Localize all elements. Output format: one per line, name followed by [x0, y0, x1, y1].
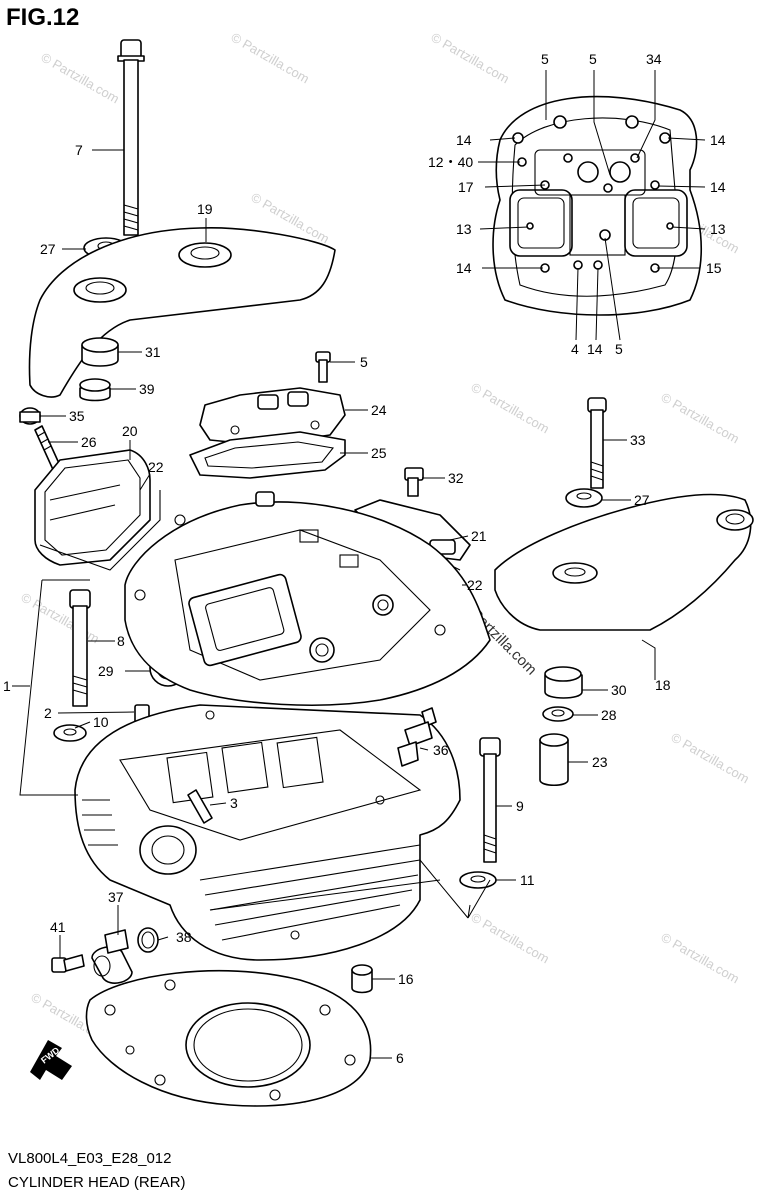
cylinder-head-lower — [74, 704, 461, 961]
callout-labels: 5 5 34 14 14 12・40 17 14 13 13 14 15 4 1… — [3, 51, 726, 1066]
head-cover-19 — [28, 227, 336, 398]
cushion-30 — [544, 666, 583, 699]
callout-39: 39 — [139, 381, 155, 397]
spacer-23 — [539, 733, 569, 787]
bolt-33 — [587, 397, 607, 489]
watermark: © Partzilla.com — [659, 390, 742, 447]
callout-26: 26 — [81, 434, 97, 450]
callout-20: 20 — [122, 423, 138, 439]
watermark: © Partzilla.com — [229, 30, 312, 87]
callout-25: 25 — [371, 445, 387, 461]
callout-9: 9 — [516, 798, 524, 814]
callout-3: 3 — [230, 795, 238, 811]
callout-14: 14 — [456, 260, 472, 276]
callout-18: 18 — [655, 677, 671, 693]
callout-5: 5 — [541, 51, 549, 67]
callout-27: 27 — [40, 241, 56, 257]
leader-lines — [12, 70, 706, 1059]
callout-32: 32 — [448, 470, 464, 486]
bolt-32 — [404, 467, 424, 497]
callout-23: 23 — [592, 754, 608, 770]
callout-28: 28 — [601, 707, 617, 723]
callout-13: 13 — [710, 221, 726, 237]
callout-5: 5 — [615, 341, 623, 357]
watermark: © Partzilla.com — [669, 730, 752, 787]
grommet-27-right — [565, 488, 603, 508]
callout-2: 2 — [44, 705, 52, 721]
bolt-41 — [51, 954, 85, 973]
cover-24 — [199, 387, 346, 446]
bolt-8 — [69, 589, 91, 707]
watermark: © Partzilla.com — [469, 910, 552, 967]
dowel-16 — [351, 964, 373, 994]
callout-14: 14 — [456, 132, 472, 148]
callout-16: 16 — [398, 971, 414, 987]
watermark: © Partzilla.com — [39, 50, 122, 107]
bolt-5-center — [315, 351, 331, 383]
gasket-6 — [85, 969, 372, 1107]
callout-6: 6 — [396, 1050, 404, 1066]
callout-5: 5 — [360, 354, 368, 370]
cylinder-head-upper — [124, 491, 491, 707]
head-cover-18 — [494, 493, 754, 631]
callout-5: 5 — [589, 51, 597, 67]
callout-24: 24 — [371, 402, 387, 418]
cushion-31 — [81, 337, 119, 367]
bolt-7 — [117, 39, 145, 236]
stud-3 — [187, 789, 213, 824]
callout-30: 30 — [611, 682, 627, 698]
callout-4: 4 — [571, 341, 579, 357]
callout-31: 31 — [145, 344, 161, 360]
callout-17: 17 — [458, 179, 474, 195]
bolt-9 — [479, 737, 501, 863]
callout-33: 33 — [630, 432, 646, 448]
callout-1: 1 — [3, 678, 11, 694]
callout-27: 27 — [634, 492, 650, 508]
callout-38: 38 — [176, 929, 192, 945]
watermark: © Partzilla.com — [469, 380, 552, 437]
watermark: © Partzilla.com — [429, 30, 512, 87]
callout-37: 37 — [108, 889, 124, 905]
callout-14: 14 — [710, 132, 726, 148]
callout-34: 34 — [646, 51, 662, 67]
callout-11: 11 — [520, 872, 535, 888]
callout-12-40: 12・40 — [428, 154, 473, 170]
breather-cover-20 — [34, 449, 151, 566]
figure-title: FIG.12 — [6, 4, 80, 31]
o-ring-38 — [137, 927, 159, 953]
callout-36: 36 — [433, 742, 449, 758]
cylinder-head-cover-detail — [492, 95, 702, 316]
callout-35: 35 — [69, 408, 85, 424]
cap-35 — [19, 407, 41, 425]
fwd-arrow-icon: FWD — [30, 1040, 72, 1080]
washer-10 — [53, 724, 87, 742]
cushion-39 — [79, 378, 111, 402]
callout-13: 13 — [456, 221, 472, 237]
callout-8: 8 — [117, 633, 125, 649]
gasket-25 — [189, 431, 346, 479]
gasket-22-left — [39, 490, 161, 571]
callout-10: 10 — [93, 714, 109, 730]
washer-28 — [542, 706, 574, 722]
callout-14: 14 — [710, 179, 726, 195]
callout-7: 7 — [75, 142, 83, 158]
callout-15: 15 — [706, 260, 722, 276]
callout-14: 14 — [587, 341, 603, 357]
callout-22: 22 — [148, 459, 164, 475]
callout-41: 41 — [50, 919, 66, 935]
figure-name: CYLINDER HEAD (REAR) — [8, 1174, 186, 1191]
callout-22: 22 — [467, 577, 483, 593]
washer-11 — [459, 871, 497, 889]
callout-21: 21 — [471, 528, 487, 544]
fitting-37 — [91, 929, 133, 984]
callout-19: 19 — [197, 201, 213, 217]
watermark: © Partzilla.com — [659, 930, 742, 987]
callout-29: 29 — [98, 663, 114, 679]
figure-code: VL800L4_E03_E28_012 — [8, 1150, 172, 1167]
spark-plug-36 — [397, 707, 437, 767]
